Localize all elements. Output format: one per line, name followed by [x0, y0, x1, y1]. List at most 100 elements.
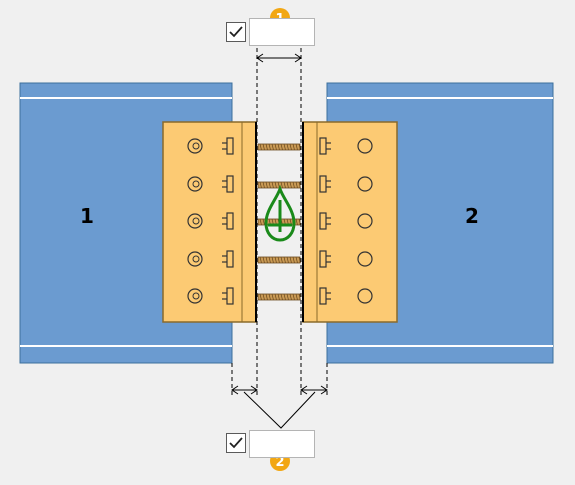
weld-hatch	[283, 181, 286, 189]
weld-hatch	[292, 293, 295, 301]
bolt-left-3	[187, 213, 203, 229]
bolt-profile-left-head	[226, 175, 234, 193]
bolt-profile-right-4	[319, 250, 331, 268]
bolt-left-4	[187, 251, 203, 267]
weld-hatch	[292, 256, 295, 264]
weld-hatch	[265, 143, 268, 151]
bolt-profile-left-3	[222, 212, 234, 230]
weld-hatch	[298, 293, 301, 301]
right-clearance-arrow-b	[320, 385, 328, 395]
weld-hatch	[271, 143, 274, 151]
weld-hatch	[262, 181, 265, 189]
bolt-right-2	[357, 176, 373, 192]
weld-hatch	[289, 143, 292, 151]
weld-hatch	[259, 218, 262, 226]
badge-2-number: 2	[275, 455, 284, 470]
weld-hatch	[271, 256, 274, 264]
weld-hatch	[271, 293, 274, 301]
weld-strip-1	[257, 143, 301, 151]
weld-hatch	[265, 181, 268, 189]
weld-hatch	[259, 293, 262, 301]
weld-hatch	[280, 143, 283, 151]
splice-plates	[162, 121, 398, 323]
member-1-label: 1	[80, 204, 94, 228]
gap-dimension-lines	[231, 48, 328, 429]
bolt-profile-left-4	[222, 250, 234, 268]
weld-hatch	[286, 293, 289, 301]
bolt-profile-left-head	[226, 287, 234, 305]
gap-dimension-input[interactable]	[249, 18, 315, 46]
weld-hatch	[286, 181, 289, 189]
bolt-left-head	[187, 251, 203, 267]
weld-hatch	[274, 256, 277, 264]
weld-hatch	[298, 181, 301, 189]
weld-hatch	[295, 293, 298, 301]
check-icon	[229, 26, 243, 38]
weld-hatch	[295, 181, 298, 189]
weld-hatch	[274, 293, 277, 301]
bolt-right-head	[357, 176, 373, 192]
weld-hatch	[265, 256, 268, 264]
bolt-right-5	[357, 288, 373, 304]
weld-hatch	[289, 181, 292, 189]
weld-hatch	[262, 218, 265, 226]
weld-hatch	[283, 293, 286, 301]
bolt-profile-right-head	[319, 137, 327, 155]
bolt-left-head	[187, 288, 203, 304]
weld-hatch	[259, 181, 262, 189]
bolt-pattern	[187, 137, 373, 305]
bolt-profile-right-1	[319, 137, 331, 155]
bolt-right-1	[357, 138, 373, 154]
bolt-left-1	[187, 138, 203, 154]
left-splice-plate	[162, 121, 257, 323]
right-clearance-arrow-a	[300, 385, 308, 395]
bolt-left-ring	[192, 255, 200, 263]
weld-hatch	[274, 181, 277, 189]
bolt-profile-right-2	[319, 175, 331, 193]
check-icon	[229, 437, 243, 449]
weld-hatch	[262, 293, 265, 301]
weld-hatch	[268, 256, 271, 264]
bolt-profile-right-head	[319, 250, 327, 268]
clearance-dimension-input[interactable]	[249, 430, 315, 458]
bolt-left-ring	[192, 292, 200, 300]
member-2-label: 2	[465, 204, 479, 228]
weld-strip-5	[257, 293, 301, 301]
weld-hatch	[295, 256, 298, 264]
weld-hatch	[289, 293, 292, 301]
gap-dimension-checkbox[interactable]	[226, 22, 246, 42]
weld-hatch	[268, 293, 271, 301]
bolt-right-head	[357, 251, 373, 267]
bolt-left-head	[187, 176, 203, 192]
weld-hatch	[286, 143, 289, 151]
clearance-dimension-checkbox[interactable]	[226, 433, 246, 453]
top-arrow-right	[294, 53, 302, 63]
weld-hatch	[295, 218, 298, 226]
weld-hatch	[280, 256, 283, 264]
bolt-left-head	[187, 213, 203, 229]
weld-hatch	[277, 143, 280, 151]
bolt-right-3	[357, 213, 373, 229]
weld-hatch	[268, 143, 271, 151]
weld-hatch	[280, 293, 283, 301]
weld-hatch	[280, 181, 283, 189]
bolt-right-4	[357, 251, 373, 267]
bolt-left-head	[187, 138, 203, 154]
clearance-leader-lines	[243, 391, 316, 429]
weld-hatch	[259, 143, 262, 151]
weld-hatch	[283, 256, 286, 264]
bolt-profile-left-5	[222, 287, 234, 305]
bolt-profile-left-2	[222, 175, 234, 193]
weld-hatch	[259, 256, 262, 264]
bolt-profile-left-head	[226, 212, 234, 230]
weld-strip-4	[257, 256, 301, 264]
anchor-point-icon	[264, 184, 296, 242]
bolt-left-ring	[192, 142, 200, 150]
left-clearance-arrow-b	[250, 385, 258, 395]
weld-hatch	[268, 181, 271, 189]
weld-hatch	[289, 256, 292, 264]
bolt-right-head	[357, 288, 373, 304]
weld-hatch	[295, 143, 298, 151]
